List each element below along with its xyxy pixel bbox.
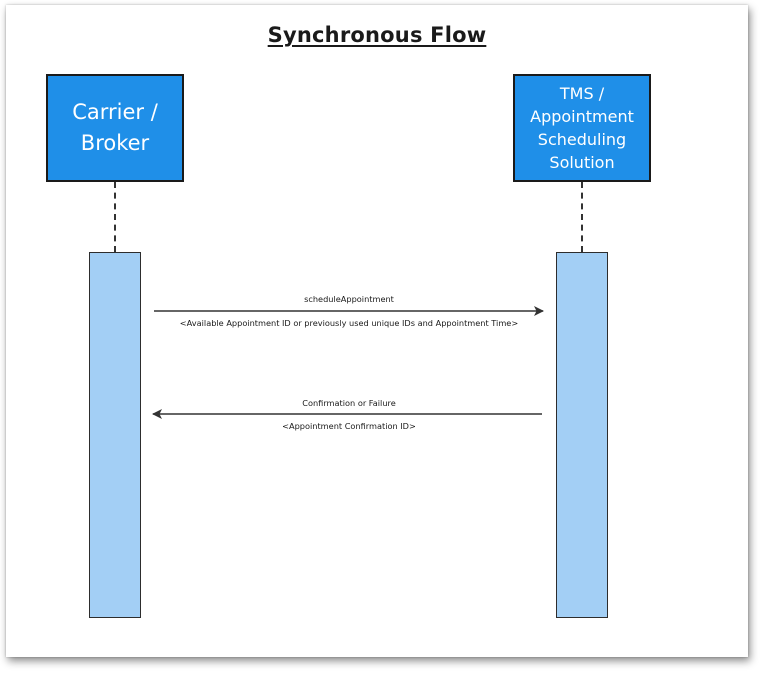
message-arrows <box>152 306 544 419</box>
message-sublabel-schedule-appointment: <Available Appointment ID or previously … <box>179 318 519 328</box>
actor-tms-scheduling-label: TMS / Appointment Scheduling Solution <box>530 84 634 172</box>
message-sublabel-confirmation: <Appointment Confirmation ID> <box>282 421 416 431</box>
activation-bar-tms-scheduling <box>556 252 608 618</box>
lifeline-tms-scheduling <box>581 182 583 252</box>
diagram-title: Synchronous Flow <box>267 23 487 47</box>
activation-bar-carrier-broker <box>89 252 141 618</box>
diagram-canvas: Synchronous Flow Carrier / Broker TMS / … <box>6 5 748 657</box>
lifeline-carrier-broker <box>114 182 116 252</box>
actor-tms-scheduling: TMS / Appointment Scheduling Solution <box>513 74 651 182</box>
actor-carrier-broker-label: Carrier / Broker <box>72 100 158 155</box>
message-label-confirmation: Confirmation or Failure <box>302 398 396 408</box>
actor-carrier-broker: Carrier / Broker <box>46 74 184 182</box>
message-label-schedule-appointment: scheduleAppointment <box>304 294 394 304</box>
